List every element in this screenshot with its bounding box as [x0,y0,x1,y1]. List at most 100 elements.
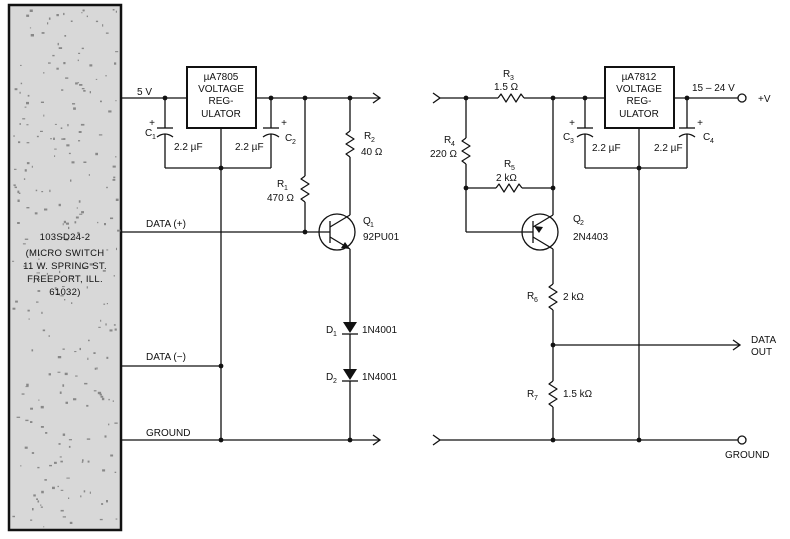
junction [218,363,224,369]
speckle-texture [115,198,119,201]
speckle-texture [18,141,21,144]
speckle-texture [48,373,51,376]
sensor-address-city: FREEPORT, ILL. [27,274,103,285]
speckle-texture [66,144,70,147]
speckle-texture [104,223,106,226]
speckle-texture [83,490,86,493]
speckle-texture [64,372,68,376]
speckle-texture [38,258,40,260]
speckle-texture [70,275,74,277]
speckle-texture [99,393,102,396]
r4-sub: 4 [451,141,455,148]
speckle-texture [59,391,62,394]
speckle-texture [75,216,79,219]
speckle-texture [19,123,21,125]
junction [550,342,556,348]
junction [162,95,168,101]
speckle-texture [105,323,107,326]
speckle-texture [101,503,104,505]
speckle-texture [110,217,114,220]
junction [636,165,642,171]
speckle-texture [31,452,35,454]
r1-sub: 1 [284,185,288,192]
speckle-texture [26,101,29,105]
speckle-texture [62,516,66,518]
speckle-texture [114,328,117,331]
right-circuit: R 3 1.5 Ω R 4 220 Ω R 5 2 kΩ Q 2 2N4403 [430,66,777,461]
speckle-texture [68,152,71,155]
speckle-texture [106,500,108,503]
terminal-ground[interactable] [737,435,747,445]
c4-value: 2.2 µF [654,143,683,154]
d2-sub: 2 [333,378,337,385]
c4-label: C [703,132,710,143]
speckle-texture [60,489,64,491]
r4-label: R [444,135,451,146]
speckle-texture [25,386,29,388]
speckle-texture [17,199,20,202]
r7-value: 1.5 kΩ [563,389,593,400]
speckle-texture [20,82,23,85]
sensor-address-street: 11 W. SPRING ST. [23,261,107,272]
r3-label: R [503,69,510,80]
speckle-texture [68,439,72,441]
speckle-texture [102,270,106,272]
transistor-q1 [318,213,356,251]
r5-value: 2 kΩ [496,173,517,184]
reg-7805-line2: REG- [209,96,234,107]
speckle-texture [60,127,63,129]
speckle-texture [60,295,64,297]
speckle-texture [28,318,30,320]
speckle-texture [26,142,30,144]
speckle-texture [26,162,30,165]
speckle-texture [62,384,65,387]
speckle-texture [36,498,38,500]
speckle-texture [87,357,89,360]
speckle-texture [72,103,76,105]
speckle-texture [82,459,84,462]
label-5v: 5 V [137,87,152,98]
speckle-texture [40,504,42,506]
d1-sub: 1 [333,331,337,338]
reg-7812-part: µA7812 [622,72,657,83]
speckle-texture [14,88,18,91]
speckle-texture [115,156,117,158]
speckle-texture [58,47,63,49]
speckle-texture [57,371,61,373]
speckle-texture [14,168,17,170]
speckle-texture [62,286,65,288]
speckle-texture [101,397,105,401]
speckle-texture [86,404,89,407]
speckle-texture [40,405,44,409]
reg-7805-part: µA7805 [204,72,239,83]
speckle-texture [43,72,45,74]
speckle-texture [45,432,48,434]
speckle-texture [14,184,16,187]
speckle-texture [12,307,16,310]
junction [550,185,556,191]
speckle-texture [106,356,109,359]
speckle-texture [112,9,115,11]
r6-sub: 6 [534,297,538,304]
speckle-texture [79,213,83,215]
speckle-texture [37,290,41,292]
speckle-texture [57,42,59,46]
transistor-q2 [521,213,559,251]
junction [550,437,556,443]
speckle-texture [70,20,73,22]
sensor-part-number: 103SD24-2 [40,232,91,243]
speckle-texture [109,329,113,332]
speckle-texture [62,348,65,350]
speckle-texture [20,64,22,66]
speckle-texture [53,137,55,140]
speckle-texture [88,174,90,176]
junction [463,185,469,191]
speckle-texture [52,54,55,57]
speckle-texture [57,356,62,359]
speckle-texture [19,91,21,94]
speckle-texture [58,203,61,207]
terminal-plus-v[interactable] [737,93,747,103]
speckle-texture [94,367,97,370]
speckle-texture [100,395,104,398]
r5-sub: 5 [511,165,515,172]
